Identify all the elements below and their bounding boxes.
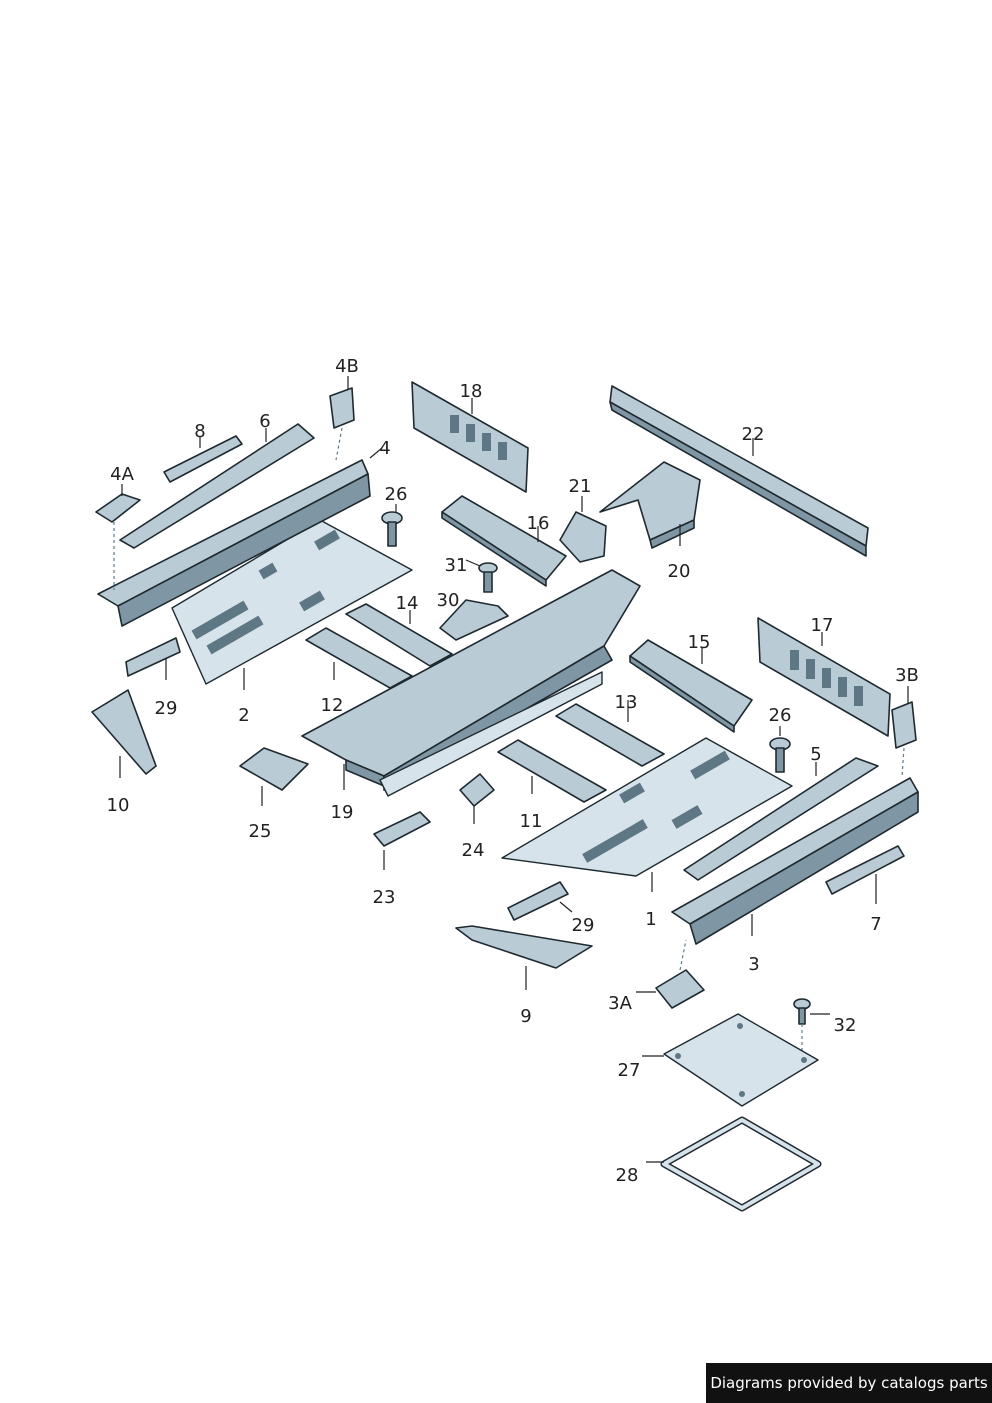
- part-16-channel: [441, 495, 567, 587]
- part-31-bolt: [465, 559, 498, 593]
- part-17-panel: [757, 617, 891, 737]
- callout-19: 19: [330, 802, 354, 823]
- part-4B-clip: [329, 376, 355, 461]
- callout-4A: 4A: [110, 464, 134, 485]
- callout-9: 9: [520, 1006, 532, 1027]
- callout-31: 31: [444, 555, 468, 576]
- part-19-tunnel: [301, 569, 641, 797]
- part-24-bracket: [459, 773, 495, 824]
- callout-7: 7: [870, 914, 882, 935]
- callout-18: 18: [459, 381, 483, 402]
- part-30-bracket: [439, 599, 509, 641]
- callout-25: 25: [248, 821, 272, 842]
- callout-10: 10: [106, 795, 130, 816]
- callout-6: 6: [259, 411, 271, 432]
- part-6-sill: [119, 423, 315, 549]
- callout-11: 11: [519, 811, 543, 832]
- callout-24: 24: [461, 840, 485, 861]
- part-26-bolt-left: [381, 504, 403, 547]
- callout-26-left: 26: [384, 484, 408, 505]
- part-28-seal: [646, 1116, 822, 1212]
- callout-8: 8: [194, 421, 206, 442]
- part-21-bracket: [559, 496, 607, 563]
- callout-15: 15: [687, 632, 711, 653]
- callout-4B: 4B: [335, 356, 359, 377]
- callout-22: 22: [741, 424, 765, 445]
- callout-26-right: 26: [768, 705, 792, 726]
- part-9-crossbar: [455, 925, 593, 990]
- part-29-block-right: [507, 881, 573, 921]
- callout-29-left: 29: [154, 698, 178, 719]
- callout-29-right: 29: [571, 915, 595, 936]
- part-8-channel: [163, 435, 243, 483]
- part-27-cover-plate: [642, 1013, 819, 1107]
- part-32-bolt: [793, 998, 830, 1052]
- callout-1: 1: [645, 909, 657, 930]
- part-3B-clip: [891, 686, 917, 777]
- callout-17: 17: [810, 615, 834, 636]
- callout-4: 4: [379, 438, 391, 459]
- callout-30: 30: [436, 590, 460, 611]
- callout-23: 23: [372, 887, 396, 908]
- part-4A-clip: [95, 484, 141, 590]
- part-1-floor-pan: [501, 737, 793, 892]
- callout-13: 13: [614, 692, 638, 713]
- part-12-plate: [305, 627, 413, 689]
- callout-21: 21: [568, 476, 592, 497]
- part-23-bracket: [373, 811, 431, 870]
- callout-20: 20: [667, 561, 691, 582]
- part-13-plate: [555, 700, 665, 767]
- part-20-bracket: [599, 461, 701, 549]
- callout-2: 2: [238, 705, 250, 726]
- footer-credit-banner: Diagrams provided by catalogs parts: [706, 1363, 992, 1403]
- callout-32: 32: [833, 1015, 857, 1036]
- part-18-panel: [411, 381, 529, 493]
- part-29-block-left: [125, 637, 181, 680]
- part-4-side-rail: [97, 447, 383, 627]
- callout-5: 5: [810, 744, 822, 765]
- part-15-channel: [629, 639, 753, 733]
- callout-12: 12: [320, 695, 344, 716]
- part-14-plate: [345, 603, 453, 667]
- part-26-bolt-right: [769, 726, 791, 773]
- part-5-sill: [683, 757, 879, 881]
- callout-16: 16: [526, 513, 550, 534]
- callout-27: 27: [617, 1060, 641, 1081]
- part-11-plate: [497, 739, 607, 803]
- part-3-side-rail: [671, 777, 919, 945]
- callout-3A: 3A: [608, 993, 632, 1014]
- part-2-floor-pan: [171, 519, 413, 690]
- callout-28: 28: [615, 1165, 639, 1186]
- callout-14: 14: [395, 593, 419, 614]
- callout-3B: 3B: [895, 665, 919, 686]
- footer-credit-text: Diagrams provided by catalogs parts: [710, 1374, 988, 1392]
- part-22-crossmember: [609, 385, 869, 557]
- part-7-channel: [825, 845, 905, 904]
- part-3A-clip: [636, 939, 705, 1009]
- part-10-bracket: [91, 689, 157, 778]
- callout-3: 3: [748, 954, 760, 975]
- part-25-plate: [239, 747, 309, 806]
